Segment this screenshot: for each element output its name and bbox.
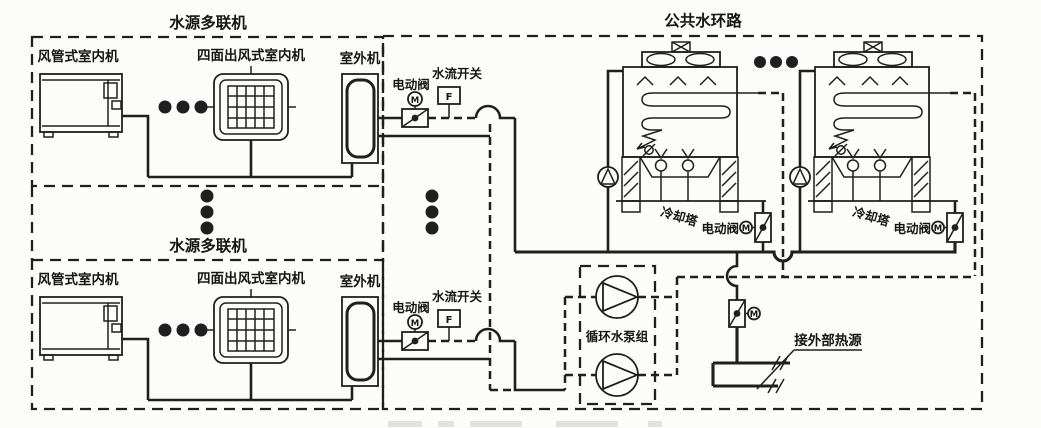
cooling-tower-right xyxy=(788,40,977,278)
cropped-caption-remnant xyxy=(388,421,662,427)
towers-ellipsis xyxy=(754,56,798,68)
condenser-water-bus xyxy=(515,242,957,263)
ducted-indoor-unit: 风管式室内机 xyxy=(38,48,123,138)
tower-outlet-pipe xyxy=(606,69,623,252)
cassette-indoor-unit-label: 四面出风式室内机 xyxy=(197,47,305,64)
branch-pipe-with-bridge xyxy=(725,252,739,300)
external-heat-branch: M 接外部热源 xyxy=(711,252,862,394)
vrf-boundary xyxy=(30,35,385,188)
flow-switch-label: 水流开关 xyxy=(432,66,483,81)
electric-valve-assembly: 电动阀 M 水流开关 F xyxy=(392,66,483,128)
outdoor-unit-label: 室外机 xyxy=(340,50,381,67)
spray-zigzag xyxy=(636,129,663,150)
ducted-indoor-unit-label: 风管式室内机 xyxy=(38,48,119,65)
tower-basin xyxy=(638,156,722,178)
electric-valve-label: 电动阀 xyxy=(392,77,430,92)
pump-group: 循环水泵组 xyxy=(563,264,679,406)
refrigerant-piping xyxy=(122,114,354,179)
cooling-tower-label-left: 冷却塔 xyxy=(659,204,700,229)
motor-letter: M xyxy=(750,310,758,320)
motor-letter: M xyxy=(411,96,419,106)
pump-manifolds xyxy=(563,277,679,390)
tower-valve-label-right: 电动阀 xyxy=(893,221,931,236)
pipe-crossover-bridge xyxy=(474,104,515,120)
cooling-tower-left: M xyxy=(597,41,785,276)
tower-valve-label-left: 电动阀 xyxy=(701,221,739,236)
external-heat-leader xyxy=(756,349,862,390)
external-heat-label: 接外部热源 xyxy=(794,332,862,349)
tower-pump-icon xyxy=(597,166,619,188)
vrf-boundary-connector xyxy=(30,186,385,260)
outdoor-unit: 室外机 xyxy=(340,50,381,164)
pump-group-label: 循环水泵组 xyxy=(586,329,649,344)
drift-eliminators xyxy=(636,75,717,86)
cassette-indoor-unit: 四面出风式室内机 xyxy=(197,47,305,146)
public-loop-title: 公共水环路 xyxy=(664,11,742,30)
flow-switch-letter: F xyxy=(446,92,453,103)
vrf-system-1: 水源多联机 风管式室内机 四面出风式室内机 室外机 xyxy=(30,13,515,188)
cooling-tower-label-right: 冷却塔 xyxy=(851,204,892,229)
vrf-title: 水源多联机 xyxy=(169,13,247,32)
tower-inlet-riser xyxy=(758,91,785,276)
external-heat-pipes xyxy=(711,327,790,388)
indoor-units-ellipsis xyxy=(158,100,208,114)
pump-group-boundary xyxy=(578,264,657,406)
vrf-system-2 xyxy=(30,234,517,411)
pipe-break-marks xyxy=(767,355,789,394)
motor-letter: M xyxy=(742,224,750,234)
branch-valve-motor-icon xyxy=(747,306,761,321)
tower-valve-motor-icon xyxy=(739,220,753,235)
public-water-loop-region: 公共水环路 xyxy=(381,11,984,411)
tower-coil xyxy=(641,92,758,131)
supply-riser-lower xyxy=(513,341,565,392)
vrf-rows-ellipsis xyxy=(200,189,439,235)
